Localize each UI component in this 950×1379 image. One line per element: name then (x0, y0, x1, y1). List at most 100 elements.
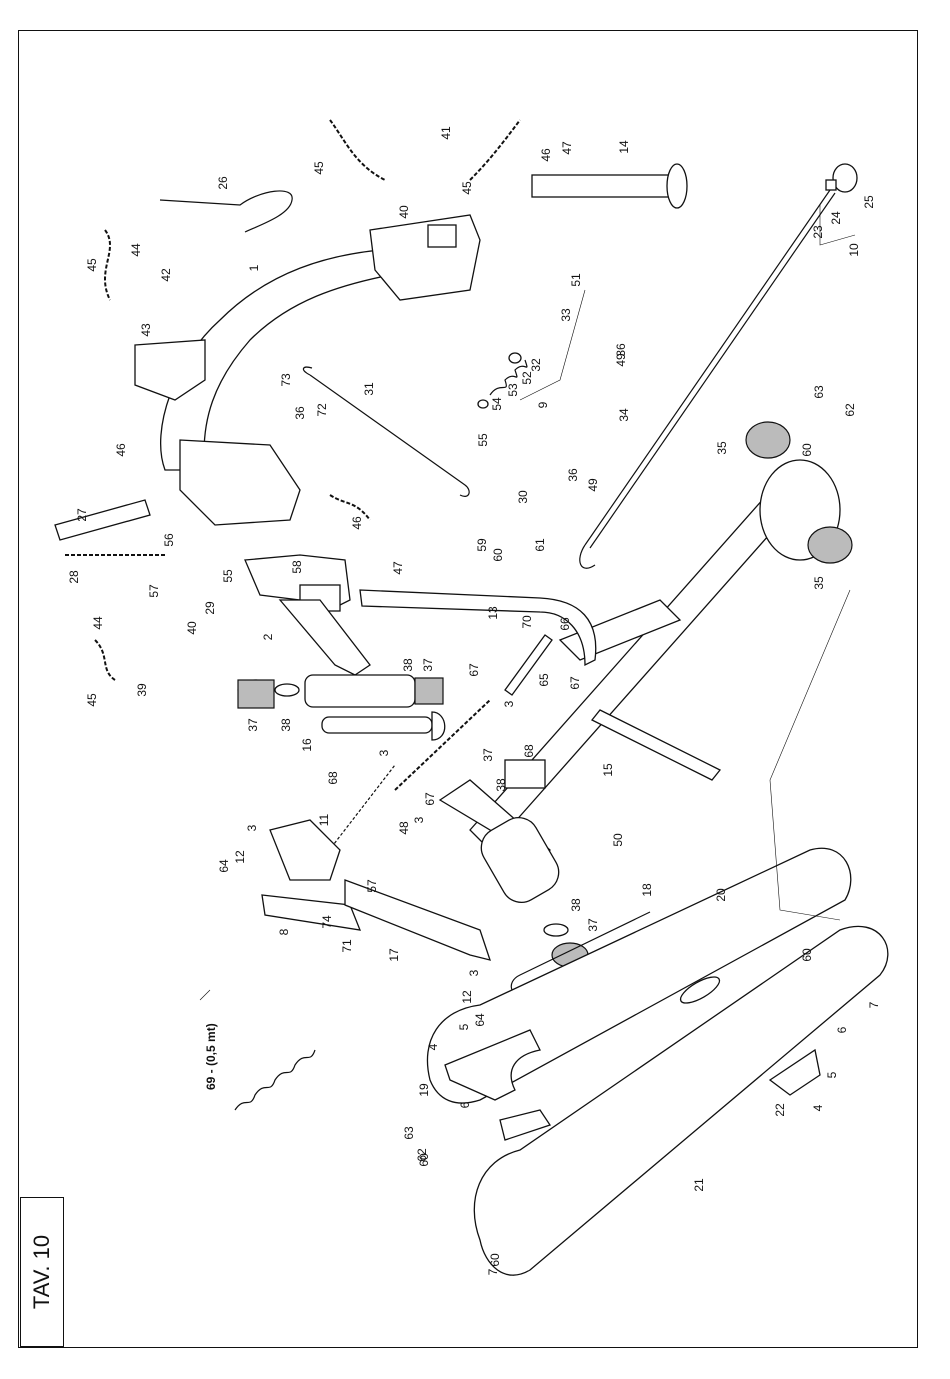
part-number-label: 63 (812, 385, 826, 399)
part-number-label: 68 (522, 744, 536, 758)
part-number-label: 47 (391, 561, 405, 575)
part-number-label: 45 (85, 693, 99, 707)
part-number-label: 47 (560, 141, 574, 155)
part-number-label: 54 (490, 397, 504, 411)
part-number-label: 67 (423, 792, 437, 806)
part-number-label: 50 (611, 833, 625, 847)
part-number-label: 23 (811, 225, 825, 239)
part-number-label: 2 (261, 633, 275, 640)
part-number-label: 4 (426, 1043, 440, 1050)
part-number-label: 61 (533, 538, 547, 552)
part-number-label: 57 (147, 584, 161, 598)
bracket-part-8 (261, 819, 362, 931)
part-number-label: 27 (75, 508, 89, 522)
part-number-label: 35 (812, 576, 826, 590)
drawing-frame (18, 30, 918, 1348)
part-number-label: 3 (502, 700, 516, 707)
part-number-label: 19 (417, 1083, 431, 1097)
part-number-label: 20 (714, 888, 728, 902)
plate-part-27 (54, 499, 151, 541)
part-number-label: 38 (494, 778, 508, 792)
part-number-label: 45 (85, 258, 99, 272)
part-number-label: 65 (537, 673, 551, 687)
part-number-label: 60 (800, 443, 814, 457)
part-number-label: 10 (847, 243, 861, 257)
part-number-label: 60 (800, 948, 814, 962)
belt-guard-part-21 (473, 925, 889, 1276)
spring-part-53 (477, 352, 528, 409)
part-number-label: 49 (614, 353, 628, 367)
part-number-label: 43 (139, 323, 153, 337)
part-number-label: 12 (460, 990, 474, 1004)
part-number-label: 7 (867, 1001, 881, 1008)
part-number-label: 71 (340, 939, 354, 953)
item-69-note: 69 - (0,5 mt) (204, 1023, 218, 1090)
part-number-label: 40 (185, 621, 199, 635)
part-number-label: 25 (862, 195, 876, 209)
part-number-label: 36 (614, 343, 628, 357)
part-number-label: 3 (467, 969, 481, 976)
rod-part-14 (531, 163, 688, 209)
part-number-label: 32 (529, 358, 543, 372)
part-number-label: 13 (486, 606, 500, 620)
bracket-part-17 (344, 879, 491, 961)
tube-part-13 (359, 589, 597, 667)
part-number-label: 56 (162, 533, 176, 547)
part-number-label: 46 (539, 148, 553, 162)
part-number-label: 30 (516, 490, 530, 504)
part-number-label: 73 (279, 373, 293, 387)
part-number-label: 40 (397, 205, 411, 219)
part-number-label: 58 (290, 560, 304, 574)
part-number-label: 31 (362, 382, 376, 396)
part-number-label: 51 (569, 273, 583, 287)
part-number-label: 6 (458, 1101, 472, 1108)
part-number-label: 44 (91, 616, 105, 630)
part-number-label: 35 (715, 441, 729, 455)
part-number-label: 74 (320, 915, 334, 929)
part-number-label: 24 (829, 211, 843, 225)
part-number-label: 44 (129, 243, 143, 257)
part-number-label: 5 (457, 1023, 471, 1030)
part-number-label: 68 (326, 771, 340, 785)
part-number-label: 4 (811, 1104, 825, 1111)
hook-part-26 (159, 190, 293, 233)
part-number-label: 14 (617, 140, 631, 154)
part-number-label: 26 (216, 176, 230, 190)
part-number-label: 45 (312, 161, 326, 175)
part-number-label: 46 (350, 516, 364, 530)
sprocket-housing (745, 421, 853, 564)
rod-part-31 (302, 366, 470, 497)
part-number-label: 22 (773, 1103, 787, 1117)
part-number-label: 49 (586, 478, 600, 492)
part-number-label: 67 (467, 663, 481, 677)
chain-part-48 (394, 699, 491, 791)
part-number-label: 55 (221, 569, 235, 583)
part-number-label: 3 (245, 824, 259, 831)
part-number-label: 12 (233, 850, 247, 864)
part-number-label: 3 (412, 816, 426, 823)
part-number-label: 52 (520, 371, 534, 385)
part-number-label: 6 (835, 1026, 849, 1033)
part-number-label: 70 (520, 615, 534, 629)
guard-part-22 (768, 1048, 821, 1096)
part-number-label: 7 (486, 1268, 500, 1275)
part-number-label: 37 (246, 718, 260, 732)
part-number-label: 66 (558, 617, 572, 631)
part-number-label: 5 (825, 1071, 839, 1078)
part-number-label: 60 (488, 1253, 502, 1267)
part-number-label: 37 (421, 658, 435, 672)
part-number-label: 9 (536, 401, 550, 408)
part-number-label: 36 (293, 406, 307, 420)
part-number-label: 33 (559, 308, 573, 322)
part-number-label: 38 (401, 658, 415, 672)
part-number-label: 64 (473, 1013, 487, 1027)
boom-part-15 (438, 479, 801, 861)
part-number-label: 42 (159, 268, 173, 282)
rod-part-23 (579, 163, 858, 569)
part-number-label: 38 (279, 718, 293, 732)
part-number-label: 37 (586, 918, 600, 932)
part-number-label: 16 (300, 738, 314, 752)
chains-part-45 (94, 119, 521, 681)
